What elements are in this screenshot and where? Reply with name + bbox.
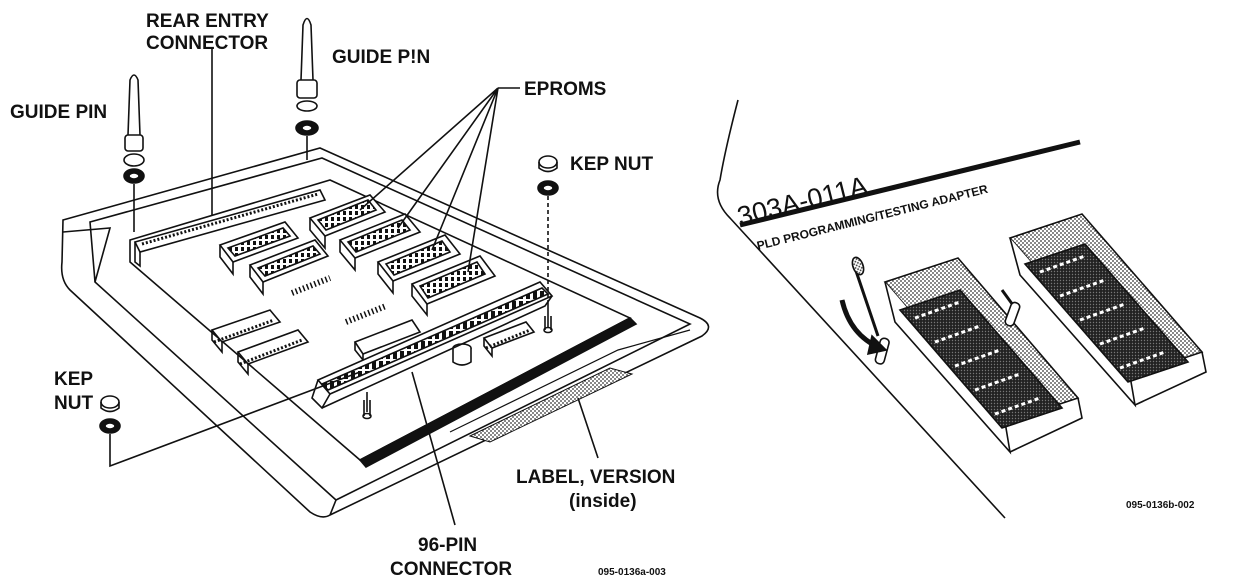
left-exploded-view bbox=[60, 17, 710, 526]
figure-id-left: 095-0136a-003 bbox=[598, 567, 666, 578]
label-guide-pin-top: GUIDE P!N bbox=[332, 47, 430, 68]
dip-ic bbox=[236, 329, 310, 377]
leader-96pin bbox=[411, 371, 456, 526]
dip-ic bbox=[210, 309, 282, 355]
left-labels: REAR ENTRY CONNECTOR GUIDE P!N GUIDE PIN… bbox=[10, 11, 675, 579]
version-label-area bbox=[468, 367, 634, 443]
mounting-post bbox=[543, 300, 553, 334]
guide-pin-top bbox=[295, 17, 319, 160]
mounting-post bbox=[362, 392, 372, 420]
socket-lever-right bbox=[1000, 289, 1021, 327]
resistor-array bbox=[290, 275, 332, 296]
enclosure-floor-edge bbox=[62, 227, 112, 283]
zif-socket-left bbox=[883, 257, 1083, 455]
label-guide-pin-left: GUIDE PIN bbox=[10, 102, 107, 123]
zif-socket-right bbox=[1008, 213, 1207, 408]
leader-label-version bbox=[577, 397, 599, 459]
product-rule bbox=[739, 139, 1081, 228]
kep-nut-right bbox=[537, 155, 559, 300]
label-version-1: LABEL, VERSION bbox=[516, 467, 675, 488]
label-96pin-1: 96-PIN bbox=[418, 535, 477, 556]
dip-ic bbox=[482, 321, 536, 359]
capacitor bbox=[452, 343, 472, 366]
label-version-2: (inside) bbox=[569, 491, 637, 512]
kep-nut-left bbox=[99, 371, 361, 468]
enclosure-inner-rim bbox=[89, 157, 692, 501]
right-adapter-view bbox=[716, 99, 1207, 519]
eprom-socket bbox=[376, 234, 462, 296]
ic-socket bbox=[218, 221, 300, 277]
figure-id-right: 095-0136b-002 bbox=[1126, 500, 1195, 511]
ic-socket bbox=[248, 239, 330, 297]
rear-entry-connector bbox=[133, 189, 327, 268]
leader-eproms bbox=[359, 87, 520, 273]
label-rear-entry-1: REAR ENTRY bbox=[146, 11, 269, 32]
adapter-outline bbox=[716, 99, 1006, 519]
guide-pin-left bbox=[123, 74, 145, 232]
label-kep-nut-right: KEP NUT bbox=[570, 154, 653, 175]
label-eproms: EPROMS bbox=[524, 79, 606, 100]
dip-ic bbox=[353, 319, 422, 363]
label-96pin-2: CONNECTOR bbox=[390, 559, 512, 579]
label-kep-nut-left-2: NUT bbox=[54, 393, 93, 414]
label-rear-entry-2: CONNECTOR bbox=[146, 33, 268, 54]
label-kep-nut-left-1: KEP bbox=[54, 369, 93, 390]
